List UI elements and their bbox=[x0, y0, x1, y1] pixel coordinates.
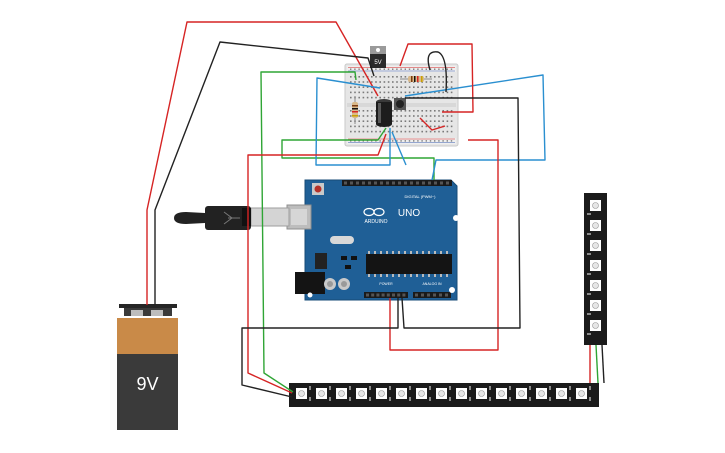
dc-power-jack[interactable] bbox=[295, 272, 325, 294]
wire-red-loop-top[interactable] bbox=[399, 43, 474, 113]
arduino-uno-board[interactable]: DIGITAL (PWM~) ARDUINO UNO POWER ANALOG … bbox=[286, 179, 459, 301]
wire-black-jumper[interactable] bbox=[427, 51, 448, 93]
led-strip-vertical[interactable] bbox=[584, 193, 607, 345]
push-button[interactable] bbox=[394, 98, 406, 110]
resistor-vertical[interactable] bbox=[352, 96, 358, 124]
digital-header-label: DIGITAL (PWM~) bbox=[405, 194, 437, 199]
wire-battery-positive[interactable] bbox=[146, 21, 379, 305]
wire-red-power[interactable] bbox=[247, 133, 387, 394]
wire-blue-2[interactable] bbox=[404, 74, 546, 181]
battery-9v[interactable]: 9V bbox=[117, 304, 178, 430]
wire-red-button[interactable] bbox=[419, 117, 446, 131]
digital-header bbox=[342, 180, 452, 186]
wire-black-gnd[interactable] bbox=[401, 97, 521, 329]
resistor-horizontal[interactable] bbox=[400, 76, 432, 82]
power-header-label: POWER bbox=[379, 282, 393, 286]
regulator-label: 5V bbox=[374, 60, 381, 66]
wire-strip-link-green[interactable] bbox=[595, 344, 599, 384]
wire-red-5v[interactable] bbox=[389, 139, 499, 351]
atmega-chip bbox=[366, 254, 452, 274]
arduino-brand: ARDUINO bbox=[364, 219, 387, 225]
wire-blue-1[interactable] bbox=[315, 77, 391, 166]
capacitor[interactable] bbox=[376, 99, 392, 127]
wire-battery-negative[interactable] bbox=[154, 41, 375, 305]
led-strip-horizontal[interactable] bbox=[289, 383, 599, 407]
wires bbox=[146, 21, 605, 398]
wire-green-short[interactable] bbox=[281, 127, 435, 180]
battery-label: 9V bbox=[136, 374, 158, 394]
wire-strip-link-black[interactable] bbox=[601, 344, 605, 384]
power-header bbox=[364, 292, 408, 298]
arduino-logo bbox=[363, 207, 385, 217]
wire-data-green[interactable] bbox=[260, 71, 357, 393]
wire-blue-3[interactable] bbox=[391, 131, 407, 166]
arduino-model: UNO bbox=[398, 208, 420, 219]
voltage-regulator[interactable]: 5V bbox=[370, 46, 386, 68]
crystal bbox=[330, 236, 354, 244]
analog-header bbox=[413, 292, 451, 298]
analog-header-label: ANALOG IN bbox=[422, 282, 442, 286]
usb-cable bbox=[174, 206, 290, 230]
wire-black-strip[interactable] bbox=[241, 298, 399, 398]
